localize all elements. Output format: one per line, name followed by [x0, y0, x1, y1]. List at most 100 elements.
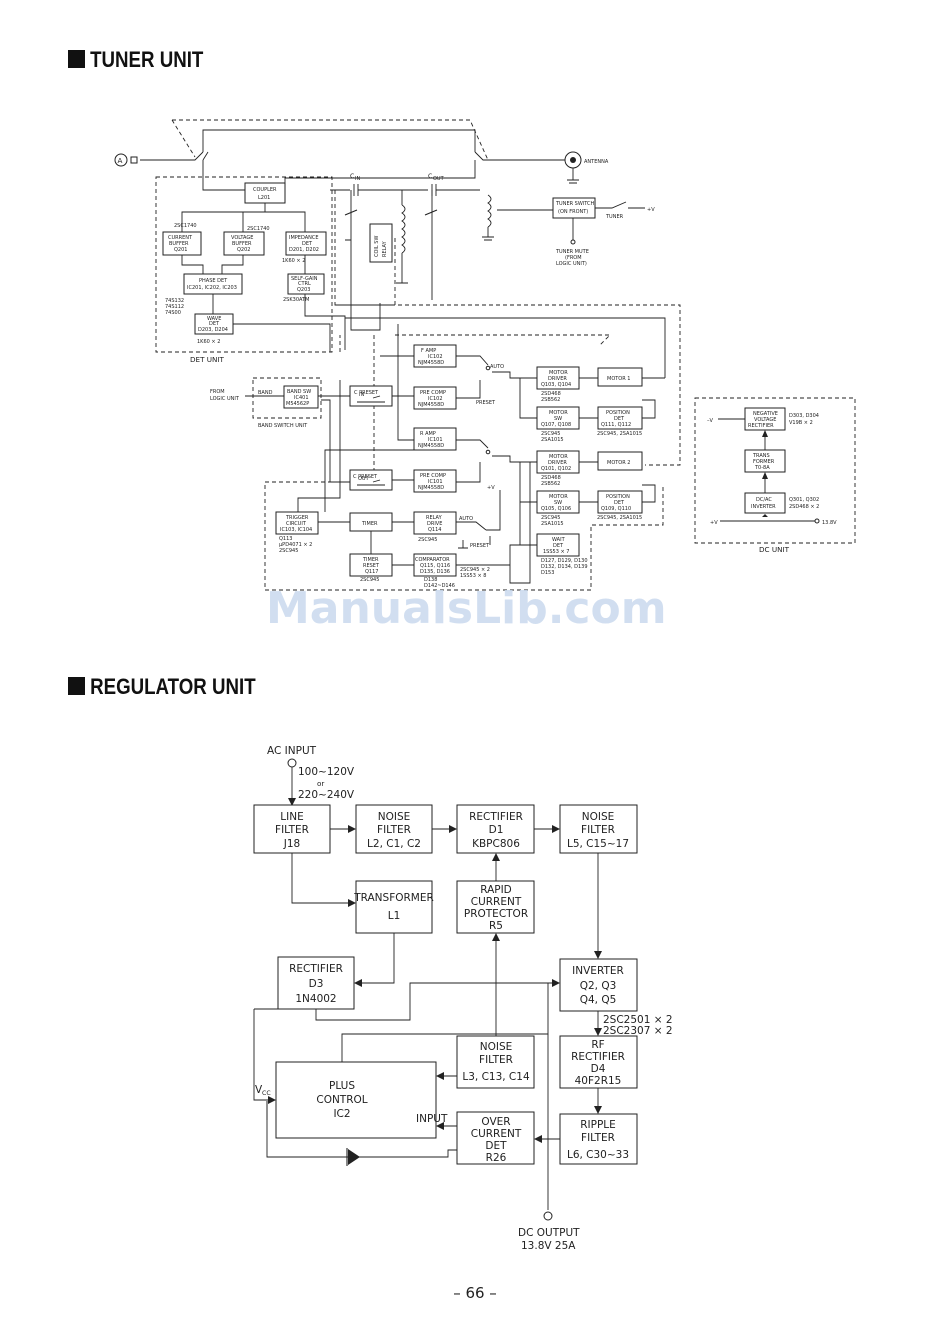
box-text: Q201 [174, 247, 187, 253]
box-text: IN [359, 392, 364, 398]
rectifier-d3-box [277, 956, 355, 1010]
box-text: RECTIFIER [469, 811, 523, 823]
title-square-icon [68, 50, 85, 68]
box-text: RF [591, 1039, 604, 1051]
box-text: NJM4558D [418, 360, 444, 366]
wire [345, 317, 666, 378]
plus-control-box [275, 1061, 437, 1139]
box-text: NJM4558D [418, 402, 444, 408]
wire [345, 190, 433, 331]
part-label: 2SC945 [279, 548, 298, 554]
dcac-inverter-box [744, 492, 786, 514]
antenna-coil-icon [487, 194, 492, 228]
box-text: BUFFER [169, 241, 189, 247]
box-text: RECTIFIER [748, 423, 774, 429]
box-text: OVER [481, 1116, 510, 1128]
box-text: R5 [489, 920, 503, 932]
box-text: NOISE [378, 811, 411, 823]
relay-dashed-link [172, 119, 489, 161]
box-text: WAVE [207, 316, 221, 322]
box-text: BAND SW [287, 389, 311, 395]
coil-sw-relay-box [369, 223, 393, 263]
band-switch-unit-label: BAND SWITCH UNIT [258, 423, 308, 429]
wire [202, 160, 245, 191]
plus-v-label: +V [647, 207, 655, 213]
switch-icon [595, 201, 645, 209]
input-line [140, 151, 204, 161]
part-label: D142~D146 [424, 583, 455, 589]
box-text: PLUS [329, 1080, 355, 1092]
det-unit-box [155, 176, 333, 353]
box-text: FILTER [581, 1132, 615, 1144]
box-text: COMPARATOR [415, 557, 450, 563]
part-label: D303, D304 [789, 413, 819, 419]
wire [181, 203, 306, 232]
box-text: J18 [283, 838, 300, 850]
connector-label: A [118, 156, 123, 165]
box-text: D203, D204 [198, 327, 228, 333]
box-text: IC401 [294, 395, 309, 401]
mute-text: (FROM [565, 255, 582, 261]
antenna-core-icon [570, 157, 576, 163]
part-label: D138 [424, 577, 437, 583]
box-text: L2, C1, C2 [367, 838, 421, 850]
part-label: 1K60 × 2 [282, 258, 305, 264]
box-text: R26 [486, 1152, 507, 1164]
pre-comp2-box [413, 469, 457, 493]
box-text: FORMER [753, 459, 775, 465]
rapid-current-box [456, 880, 535, 934]
wire [519, 462, 656, 546]
box-text: DET [553, 543, 564, 549]
det-unit-label: DET UNIT [190, 355, 225, 364]
auto-label: AUTO [459, 516, 473, 522]
part-label: 2SC945 [360, 577, 379, 583]
box-text: C PRESET [354, 390, 379, 396]
resistor-icon [357, 395, 385, 403]
box-text: C PRESET [353, 474, 378, 480]
box-text: 40F2R15 [575, 1075, 622, 1087]
box-text: SW [554, 416, 562, 422]
part-label: 2SD468 × 2 [789, 504, 819, 510]
box-text: 1SS53 × 7 [543, 549, 569, 555]
box-text: IC103, IC104 [280, 527, 312, 533]
ground-icon [458, 540, 468, 549]
part-label: 2SD468 [541, 475, 561, 481]
box-text: CTRL [298, 281, 311, 287]
box-text: Q105, Q106 [541, 506, 571, 512]
variable-resistor [344, 209, 438, 216]
box-text: Q107, Q108 [541, 422, 571, 428]
wire [396, 190, 408, 284]
box-text: PROTECTOR [464, 908, 528, 920]
band-sw-box [283, 385, 319, 409]
arrow [253, 1009, 276, 1104]
part-label: 2SC1740 [174, 223, 197, 229]
part-label: 74S112 [165, 304, 184, 310]
part-label: 74S132 [165, 298, 184, 304]
box-text: DET [485, 1140, 507, 1152]
part-label: 2SB562 [541, 481, 560, 487]
ground-icon [482, 209, 553, 241]
box-text: DRIVER [548, 376, 567, 382]
arrow-icon [762, 430, 768, 517]
cin-preset-box [349, 385, 393, 407]
box-text: DET [302, 241, 313, 247]
box-text: MOTOR [549, 454, 568, 460]
box-text: TRIGGER [285, 515, 309, 521]
part-label: Q113 [279, 536, 292, 542]
box-text: RIPPLE [580, 1119, 616, 1131]
dashed-link [395, 334, 612, 346]
cout-label: C [428, 173, 432, 180]
box-text: LINE [280, 811, 303, 823]
box-text: PRE COMP [420, 390, 446, 396]
voltage-buffer-box [223, 231, 265, 256]
wire [370, 531, 414, 566]
noise-filter-2-box [559, 804, 638, 854]
impedance-det-box [285, 231, 327, 256]
part-label: Q301, Q302 [789, 497, 819, 503]
box-text: Q203 [297, 287, 310, 293]
box-text: RECTIFIER [571, 1051, 625, 1063]
rout-amp-box [413, 427, 457, 451]
box-text: RELAY [382, 240, 388, 257]
connector-terminal [130, 156, 138, 164]
